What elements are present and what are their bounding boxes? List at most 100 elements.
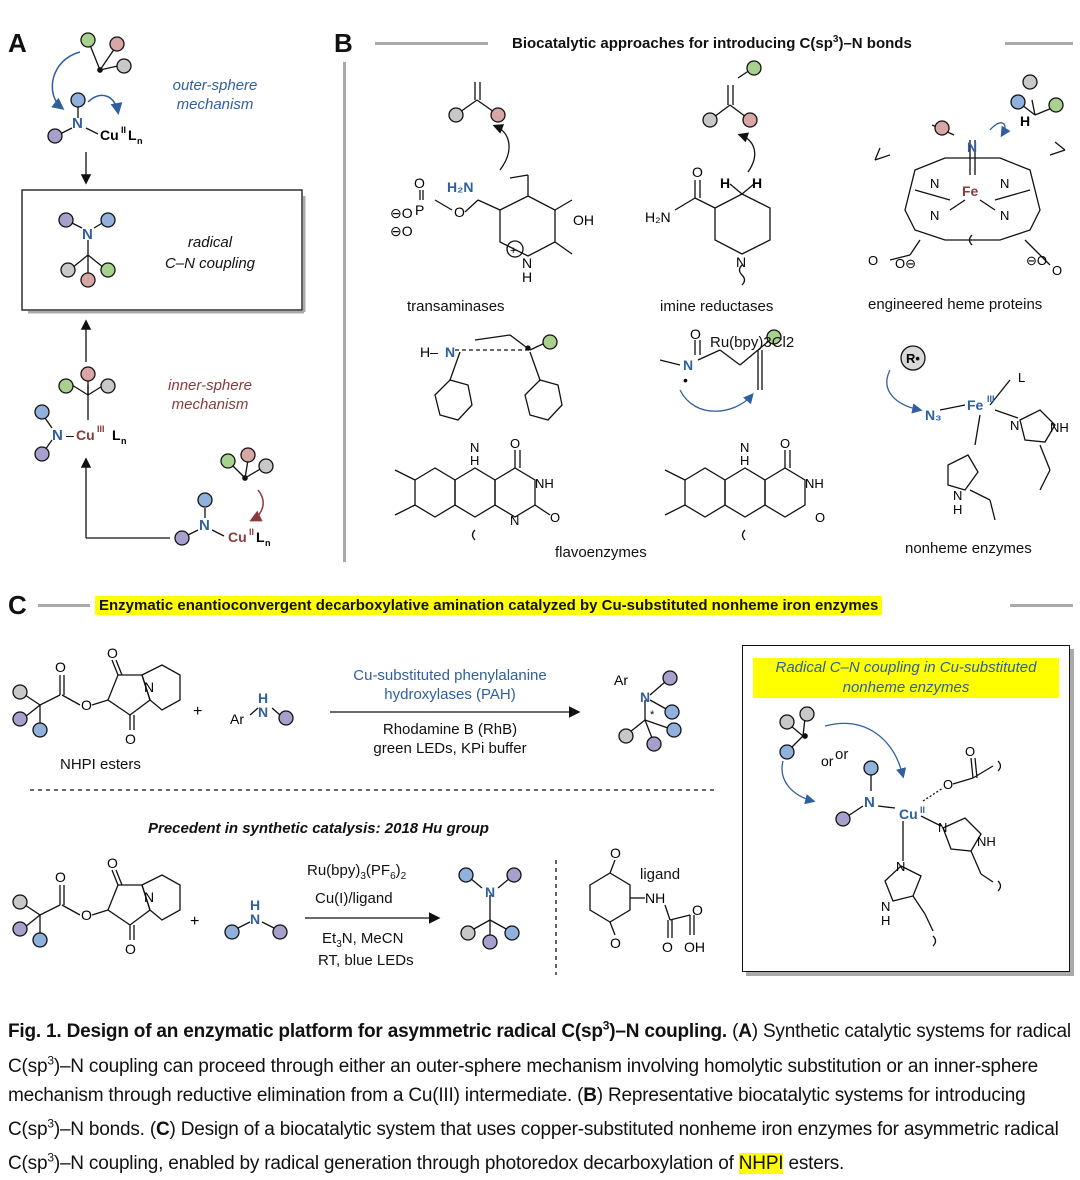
panel-c-rule-right [1010,604,1073,607]
svg-text:NH: NH [1050,420,1069,435]
panel-c-rule-left [38,604,90,607]
svg-text:O: O [81,697,92,713]
svg-text:O: O [965,744,975,759]
svg-text:O: O [55,869,66,885]
svg-text:Cu: Cu [228,529,247,545]
conditions-label: Rhodamine B (RhB) green LEDs, KPi buffer [373,721,527,757]
svg-text:N: N [740,440,749,455]
svg-text:N: N [930,176,939,191]
svg-text:O: O [662,939,673,955]
svg-text:N: N [930,208,939,223]
svg-text:N: N [736,254,746,270]
svg-text:O: O [690,326,701,342]
panel-b-letter: B [334,28,353,58]
panel-a-diagram: N Cu II L n N N – Cu III L n N Cu II L n [21,32,306,548]
svg-text:N: N [1000,176,1009,191]
svg-text:+: + [190,913,199,930]
svg-text:P: P [415,202,424,218]
svg-text:N: N [1010,418,1019,433]
svg-text:N: N [510,513,519,528]
svg-text:O⊖: O⊖ [895,256,916,271]
svg-text:•: • [683,372,688,388]
precedent-label: Precedent in synthetic catalysis: 2018 H… [148,820,489,837]
svg-text:N: N [470,440,479,455]
svg-text:O: O [550,510,560,525]
radical-top [80,32,132,74]
svg-text:L: L [1018,370,1025,385]
svg-text:O: O [55,659,66,675]
label-heme-proteins: engineered heme proteins [868,296,1043,313]
svg-text:N: N [72,115,83,132]
svg-text:O: O [125,941,136,957]
panel-b-rule-left [375,42,488,45]
svg-text:III: III [987,394,995,404]
svg-text:O: O [454,204,465,220]
svg-text:N: N [1000,208,1009,223]
panel-c-reactions: O O O O N + Ar H N Ar N * O O O O N + H … [12,645,715,975]
svg-text:O: O [1052,263,1062,278]
ru2-label: Ru(bpy)3(PF6)2 [307,862,407,882]
panel-b-rule-right [1005,42,1073,45]
svg-text:R•: R• [906,351,920,366]
svg-text:OH: OH [684,939,705,955]
svg-text:⊖O: ⊖O [390,205,413,221]
svg-text:N: N [864,794,875,811]
svg-text:O: O [414,175,425,191]
svg-text:O: O [815,510,825,525]
svg-text:NH: NH [805,476,824,491]
svg-text:L: L [128,127,137,143]
label-nonheme-enzymes: nonheme enzymes [905,540,1032,557]
svg-text:H–: H– [420,344,438,360]
outer-sphere-label: outer-sphere mechanism [172,77,258,113]
svg-text:n: n [121,436,127,446]
panel-b-structures: H₂N OH O P O ⊖O ⊖O + N H O H₂N H H N [390,60,1069,541]
svg-text:O: O [780,436,790,451]
svg-text:N: N [485,884,495,900]
svg-text:L: L [256,529,265,545]
panel-c-title: Enzymatic enantioconvergent decarboxylat… [95,596,883,615]
svg-text:N: N [144,889,154,905]
svg-text:L: L [112,427,121,443]
svg-text:H: H [720,175,730,191]
svg-text:+: + [193,703,202,720]
coupling-box: Radical C–N coupling in Cu-substituted n… [742,645,1070,972]
svg-text:n: n [265,538,271,548]
svg-text:H: H [258,690,268,706]
svg-text:H: H [1020,113,1030,129]
svg-text:Ar: Ar [614,672,628,688]
svg-text:N₃: N₃ [925,407,942,423]
svg-text:N: N [881,899,890,914]
svg-text:Cu: Cu [899,806,918,822]
svg-text:N: N [199,517,210,534]
svg-text:OH: OH [573,212,594,228]
svg-text:H: H [470,453,479,468]
svg-text:NH: NH [645,890,665,906]
svg-text:O: O [943,777,953,792]
svg-text:H: H [740,453,749,468]
svg-text:H: H [752,175,762,191]
svg-text:O: O [610,845,621,861]
svg-text:H: H [522,269,532,285]
svg-text:N: N [445,344,455,360]
svg-text:N: N [896,859,905,874]
label-flavoenzymes: flavoenzymes [555,544,647,561]
svg-text:Fe: Fe [967,397,984,413]
svg-text:⊖O: ⊖O [1026,253,1047,268]
et3n-label: Et3N, MeCN [322,930,404,950]
caption-title: Fig. 1. Design of an enzymatic platform … [8,1019,727,1043]
svg-text:II: II [249,527,254,537]
inner-sphere-label: inner-sphere mechanism [168,377,252,413]
svg-text:N: N [522,255,532,271]
svg-text:O: O [81,907,92,923]
svg-text:O: O [610,935,621,951]
label-transaminases: transaminases [407,298,505,315]
svg-text:O: O [692,164,703,180]
or-label: or [835,746,849,763]
svg-text:Cu: Cu [100,127,119,143]
nhpi-esters-label: NHPI esters [60,756,141,773]
svg-text:N: N [683,357,693,373]
label-imine-reductases: imine reductases [660,298,774,315]
svg-text:O: O [125,731,136,747]
svg-text:or: or [821,753,834,769]
panel-c-letter: C [8,590,27,620]
